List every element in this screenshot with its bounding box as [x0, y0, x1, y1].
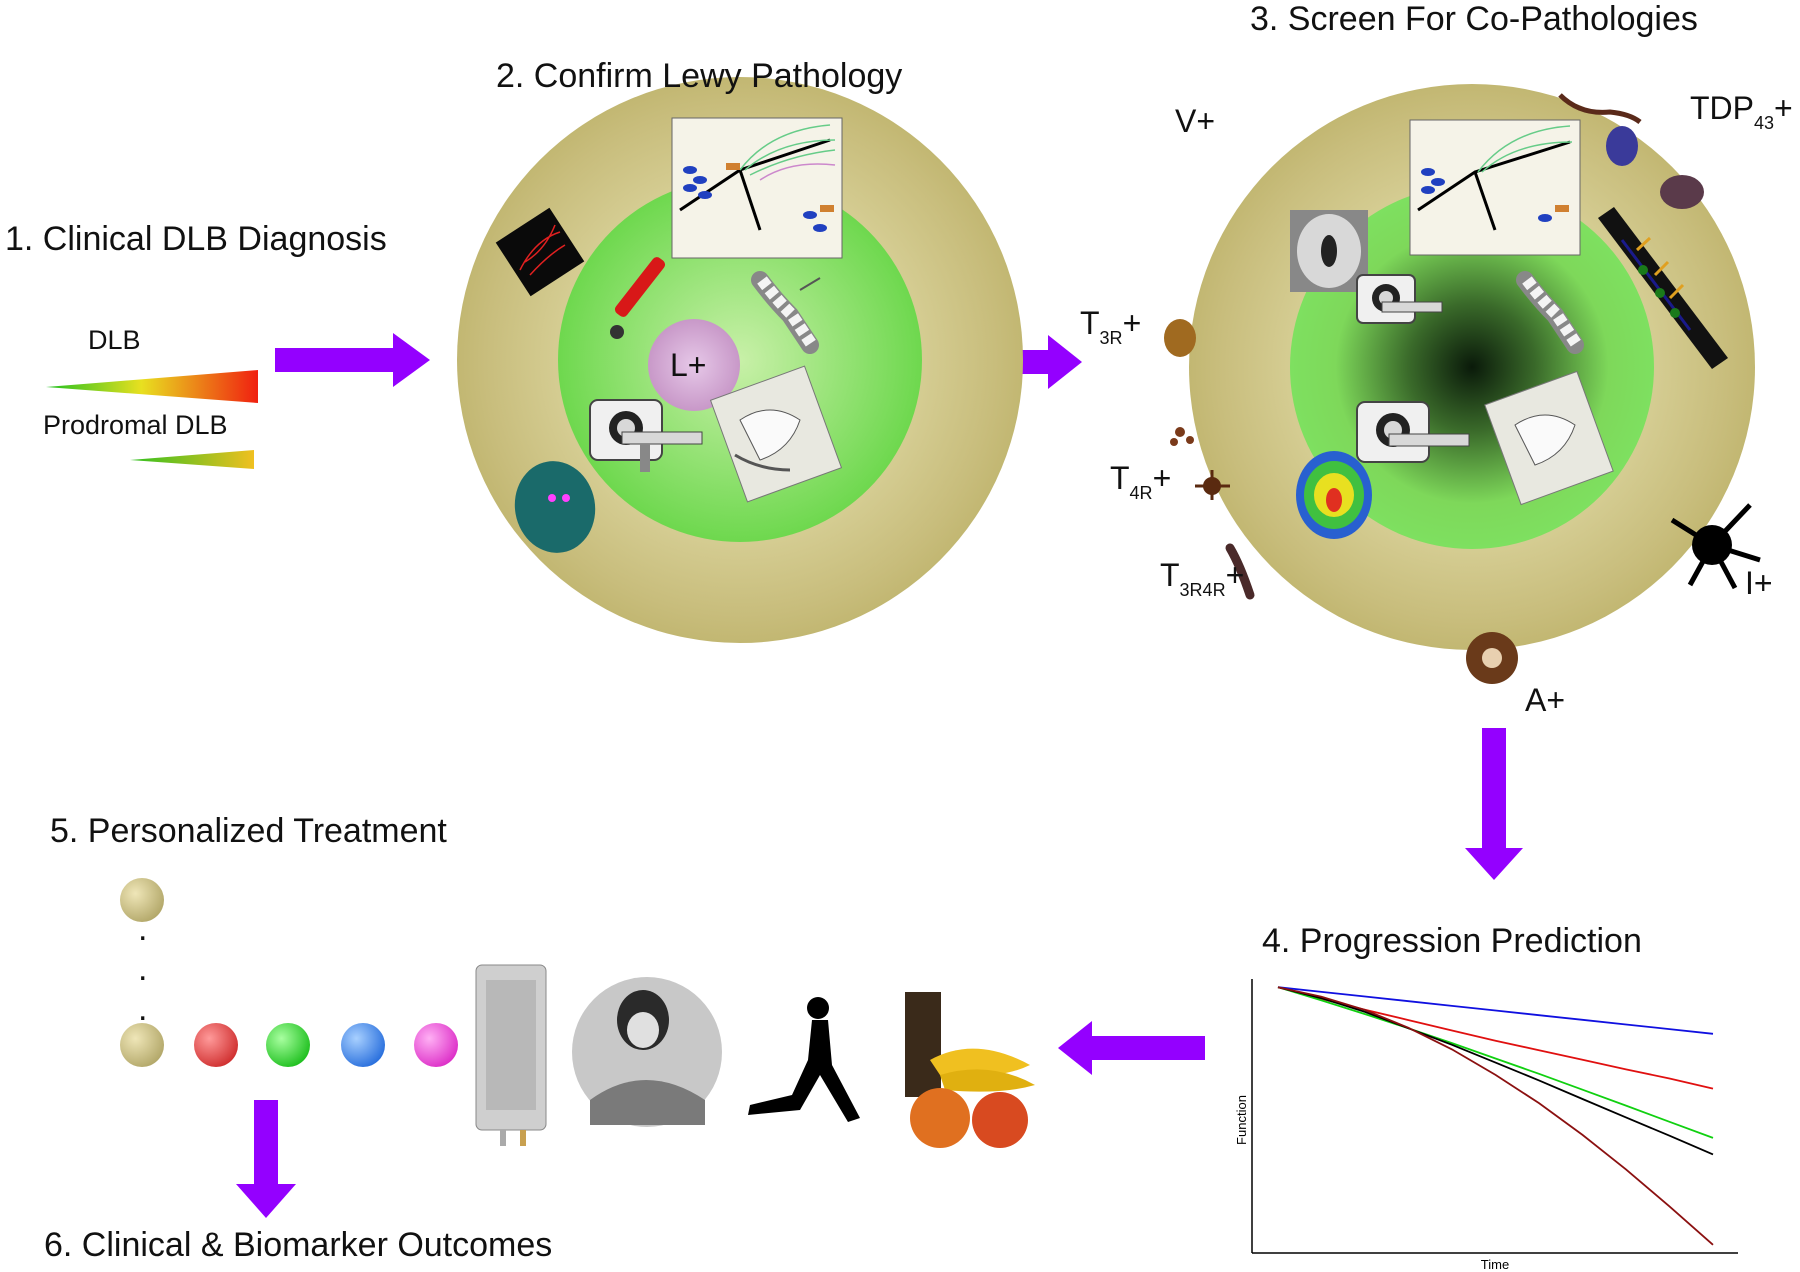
treatment-pill-blue [341, 1023, 385, 1067]
ellipsis-dot-1: . [138, 910, 148, 948]
tdp43-positive-label: TDP43+ [1690, 90, 1793, 133]
pet-scanner-icon [589, 399, 703, 472]
chart-x-label: Time [1481, 1257, 1509, 1272]
dlb-gradient-triangle [46, 370, 258, 403]
prodromal-dlb-label: Prodromal DLB [43, 410, 228, 440]
t3r-tau-specimen [1164, 319, 1196, 357]
arrow-step3-to-step4 [1465, 728, 1523, 880]
antibody-tree-icon [1598, 207, 1728, 369]
patient-photo-image [572, 977, 722, 1127]
t3r4r-positive-label: T3R4R+ [1160, 557, 1245, 600]
chart-y-label: Function [1234, 1095, 1249, 1145]
arrow-step5-to-step6 [236, 1100, 296, 1218]
co-pathology-circle [1189, 84, 1755, 650]
progression-series-line-3 [1277, 986, 1714, 1139]
vascular-positive-label: V+ [1175, 103, 1216, 139]
lewy-body [648, 319, 740, 411]
t3r-positive-label: T3R+ [1080, 305, 1142, 348]
t4r-tau-specimen [1170, 427, 1230, 500]
lewy-pathology-circle [457, 77, 1023, 643]
clinical-exam-hands-image-2 [1484, 370, 1614, 506]
inflammation-positive-label: I+ [1745, 565, 1773, 601]
arrow-step4-to-step5 [1058, 1021, 1205, 1075]
progression-series-line-1 [1277, 986, 1714, 1035]
arrow-step1-to-step2 [275, 333, 430, 387]
treatment-pill-green [266, 1023, 310, 1067]
tdp43-inclusion-1 [1606, 126, 1638, 166]
step6-title: 6. Clinical & Biomarker Outcomes [44, 1226, 553, 1264]
treatment-pill-red [194, 1023, 238, 1067]
lewy-positive-label: L+ [670, 347, 707, 383]
reflex-hammer-icon [610, 257, 666, 339]
pet-scanner-icon-2 [1356, 274, 1443, 324]
seed-amplification-plot-2 [1409, 119, 1581, 256]
step1-title: 1. Clinical DLB Diagnosis [5, 220, 387, 258]
amyloid-pet-brain-image [1296, 451, 1372, 539]
mri-brain-image [1290, 210, 1368, 292]
amyloid-plaque-core [1482, 648, 1502, 668]
progression-series-line-2 [1277, 986, 1714, 1090]
tdp43-fiber-specimen [1558, 93, 1642, 125]
spine-lumbar-puncture-icon-2 [1516, 271, 1584, 354]
iv-bag-image [475, 964, 547, 1146]
treatment-pill-tan-top [120, 878, 164, 922]
healthy-food-image [905, 992, 1035, 1148]
t3r4r-tau-specimen [1225, 543, 1255, 600]
ellipsis-dot-3: . [138, 990, 148, 1028]
progression-series-line-5 [1277, 986, 1714, 1246]
prodromal-gradient-triangle [130, 450, 254, 469]
spine-lumbar-puncture-icon [751, 271, 821, 354]
mri-scanner-icon [1356, 401, 1470, 463]
progression-series-line-4 [1277, 986, 1714, 1156]
progression-chart: Time Function [1234, 979, 1738, 1272]
dat-scan-image [514, 461, 596, 553]
seed-amplification-plot [671, 117, 843, 259]
skin-biopsy-image [495, 207, 585, 297]
inflammation-microglia-specimen [1670, 503, 1761, 590]
treatment-pill-tan [120, 1023, 164, 1067]
clinical-exam-hands-image [709, 365, 843, 503]
step5-title: 5. Personalized Treatment [50, 812, 447, 850]
step4-title: 4. Progression Prediction [1262, 922, 1642, 960]
t4r-positive-label: T4R+ [1110, 460, 1172, 503]
step3-title: 3. Screen For Co-Pathologies [1250, 0, 1698, 38]
treatment-pill-pink [414, 1023, 458, 1067]
ellipsis-dot-2: . [138, 950, 148, 988]
exercise-silhouette-icon [748, 997, 860, 1122]
step2-title: 2. Confirm Lewy Pathology [496, 57, 903, 95]
amyloid-positive-label: A+ [1525, 682, 1566, 718]
tdp43-inclusion-2 [1660, 175, 1704, 209]
dlb-label: DLB [88, 325, 141, 355]
